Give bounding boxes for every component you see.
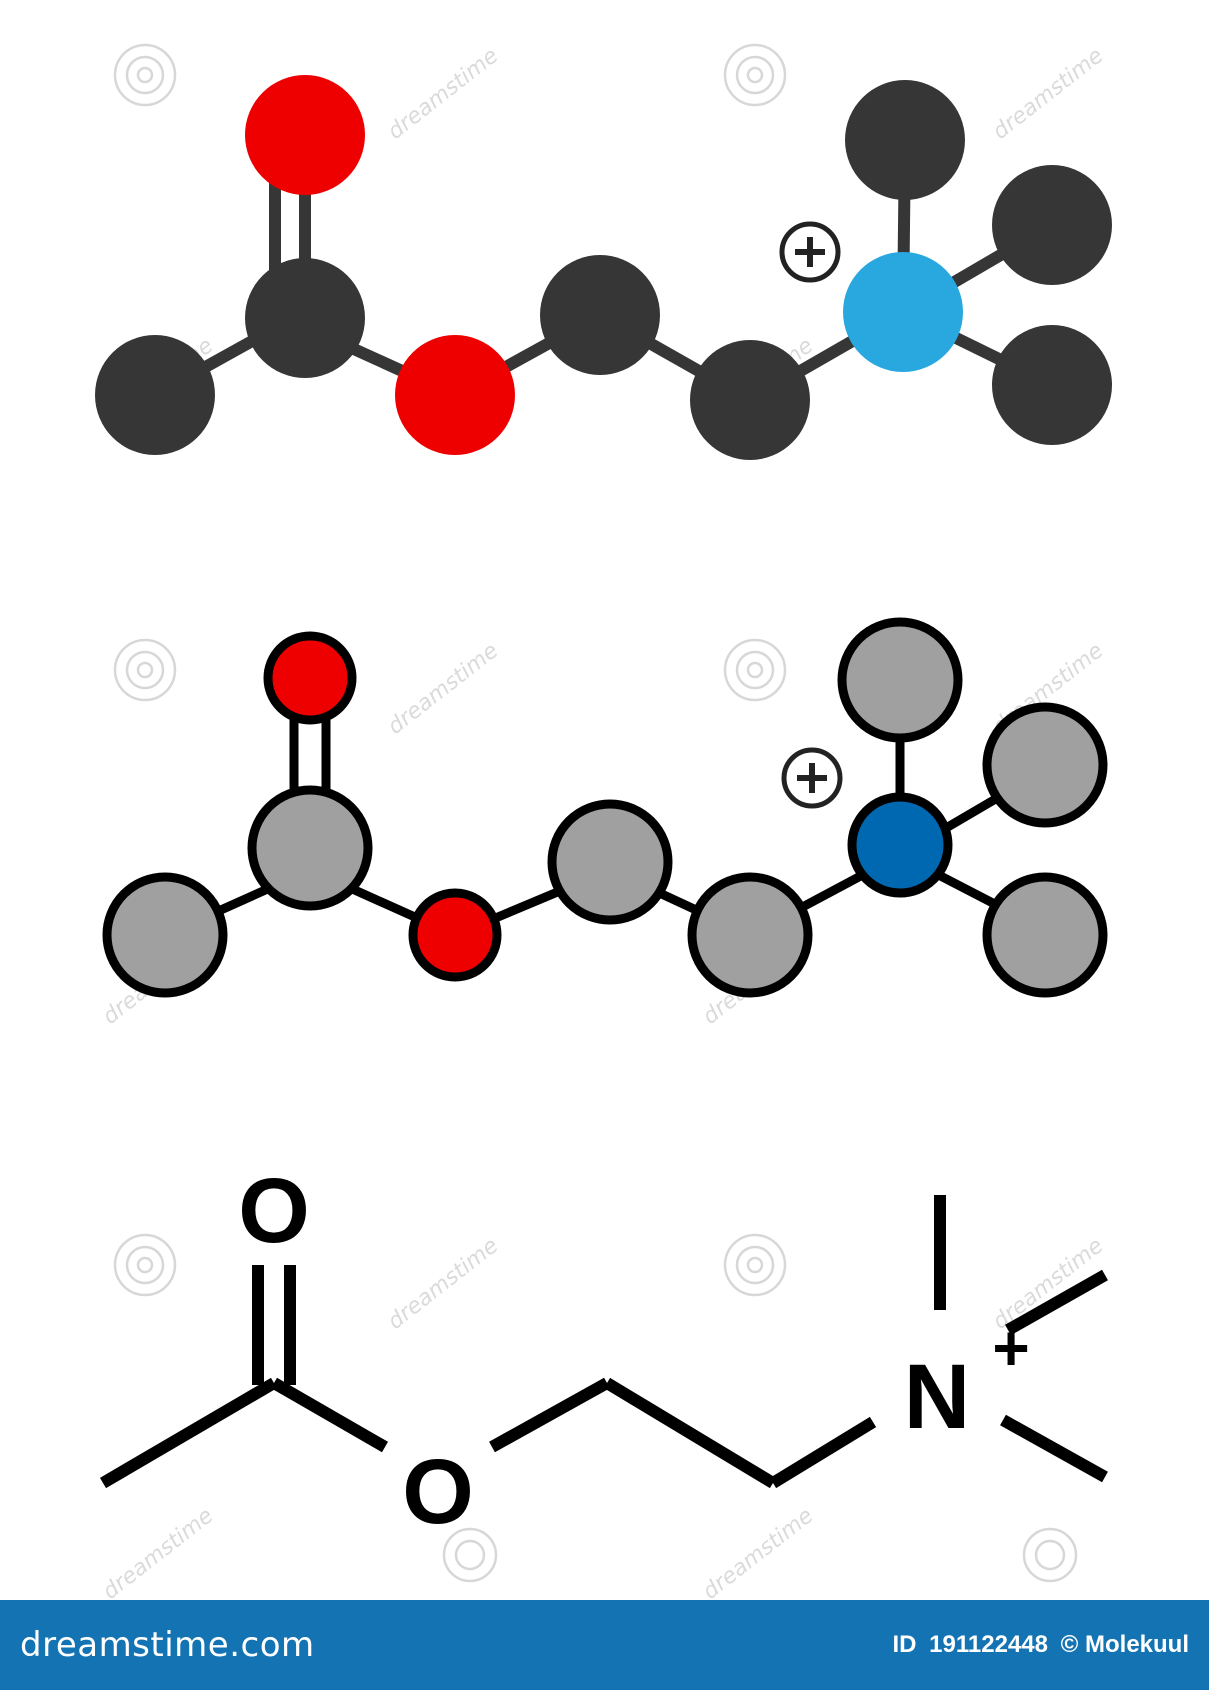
plus-in-circle-icon xyxy=(779,221,841,283)
footer-id-label: ID xyxy=(892,1631,917,1658)
footer-copyright: © Molekuul xyxy=(1060,1631,1189,1658)
footer-bar: dreamstime.com ID 191122448 © Molekuul xyxy=(0,1600,1209,1690)
watermark-logo-icon xyxy=(113,1233,177,1297)
atom-carbon-methyl xyxy=(95,335,215,455)
plus-in-circle-icon xyxy=(781,747,843,809)
atom-oxygen-carbonyl xyxy=(263,631,357,725)
bonds xyxy=(99,1195,1108,1489)
watermark-text: dreamstime xyxy=(383,1233,503,1334)
carbonyl-oxygen-label: O xyxy=(238,1160,310,1262)
watermark-logo-icon xyxy=(113,638,177,702)
footer-brand: dreamstime.com xyxy=(20,1625,315,1665)
atom-carbon-n-methyl xyxy=(837,617,963,743)
atom-carbon-methyl xyxy=(102,872,228,998)
footer-id-value: 191122448 xyxy=(929,1631,1048,1658)
bond xyxy=(603,1377,777,1489)
watermark-text: dreamstime xyxy=(698,1503,818,1604)
footer-credit: ID 191122448 © Molekuul xyxy=(886,1600,1189,1690)
bond xyxy=(489,1377,610,1453)
atom-carbon-carbonyl xyxy=(245,258,365,378)
watermark-logo-icon xyxy=(442,1527,498,1583)
bond xyxy=(99,1377,278,1489)
nitrogen-label: N xyxy=(904,1346,970,1448)
atom-carbon-n-methyl xyxy=(982,702,1108,828)
atom-carbon xyxy=(547,799,673,925)
watermark-logo-icon xyxy=(723,43,787,107)
atom-carbon-n-methyl xyxy=(845,80,965,200)
atom-oxygen-ester xyxy=(395,335,515,455)
bond xyxy=(1000,1414,1108,1483)
watermark-text: dreamstime xyxy=(383,43,503,144)
charge-label: + xyxy=(992,1312,1029,1384)
watermark-text: dreamstime xyxy=(383,638,503,739)
atom-carbon-n-methyl xyxy=(982,872,1108,998)
watermark-text: dreamstime xyxy=(988,43,1108,144)
atom-carbon-carbonyl xyxy=(247,785,373,911)
watermark-logo-icon xyxy=(723,1233,787,1297)
skeletal-formula: O O N + xyxy=(99,1160,1108,1543)
ball-and-stick-model xyxy=(102,617,1108,998)
watermark-logo-icon xyxy=(113,43,177,107)
watermark-logo-icon xyxy=(723,638,787,702)
bond xyxy=(769,1416,877,1489)
atom-nitrogen xyxy=(843,252,963,372)
atom-nitrogen xyxy=(847,792,953,898)
watermark-text: dreamstime xyxy=(98,1503,218,1604)
atom-oxygen-ester xyxy=(408,888,502,982)
atom-carbon-n-methyl xyxy=(992,165,1112,285)
atoms xyxy=(95,75,1112,460)
space-filling-model xyxy=(95,75,1112,460)
atom-oxygen-carbonyl xyxy=(245,75,365,195)
bond xyxy=(271,1377,388,1453)
ester-oxygen-label: O xyxy=(402,1441,474,1543)
atoms xyxy=(102,617,1108,998)
atom-carbon-n-methyl xyxy=(992,325,1112,445)
atom-carbon xyxy=(690,340,810,460)
atom-carbon xyxy=(540,255,660,375)
atom-carbon xyxy=(687,872,813,998)
watermark-logo-icon xyxy=(1022,1527,1078,1583)
bond xyxy=(1005,1269,1108,1336)
